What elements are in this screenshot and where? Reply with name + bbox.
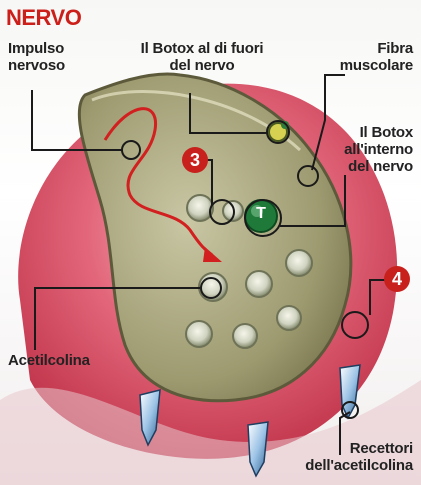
muscle-fiber-label-line2: muscolare — [340, 57, 413, 74]
step-4-badge: 4 — [384, 266, 410, 292]
muscle-fiber-label: Fibra muscolare — [340, 40, 413, 74]
muscle-fiber-label-line1: Fibra — [340, 40, 413, 57]
botox-inside-label-line3: del nervo — [344, 158, 413, 175]
impulse-label: Impulso nervoso — [8, 40, 65, 74]
botox-outside-label-line2: del nervo — [118, 57, 286, 74]
toxin-letter: T — [251, 205, 271, 223]
receptors-label: Recettori dell'acetilcolina — [305, 440, 413, 474]
diagram-title: NERVO — [6, 5, 81, 31]
impulse-label-line2: nervoso — [8, 57, 65, 74]
botox-inside-label-line1: Il Botox — [344, 124, 413, 141]
botox-inside-label-line2: all'interno — [344, 141, 413, 158]
botox-outside-label: Il Botox al di fuori del nervo — [118, 40, 286, 74]
botox-inside-label: Il Botox all'interno del nervo — [344, 124, 413, 175]
step-3-badge: 3 — [182, 147, 208, 173]
impulse-label-line1: Impulso — [8, 40, 65, 57]
receptors-label-line2: dell'acetilcolina — [305, 457, 413, 474]
acetylcholine-label: Acetilcolina — [8, 352, 90, 369]
receptors-label-line1: Recettori — [305, 440, 413, 457]
botox-outside-label-line1: Il Botox al di fuori — [118, 40, 286, 57]
